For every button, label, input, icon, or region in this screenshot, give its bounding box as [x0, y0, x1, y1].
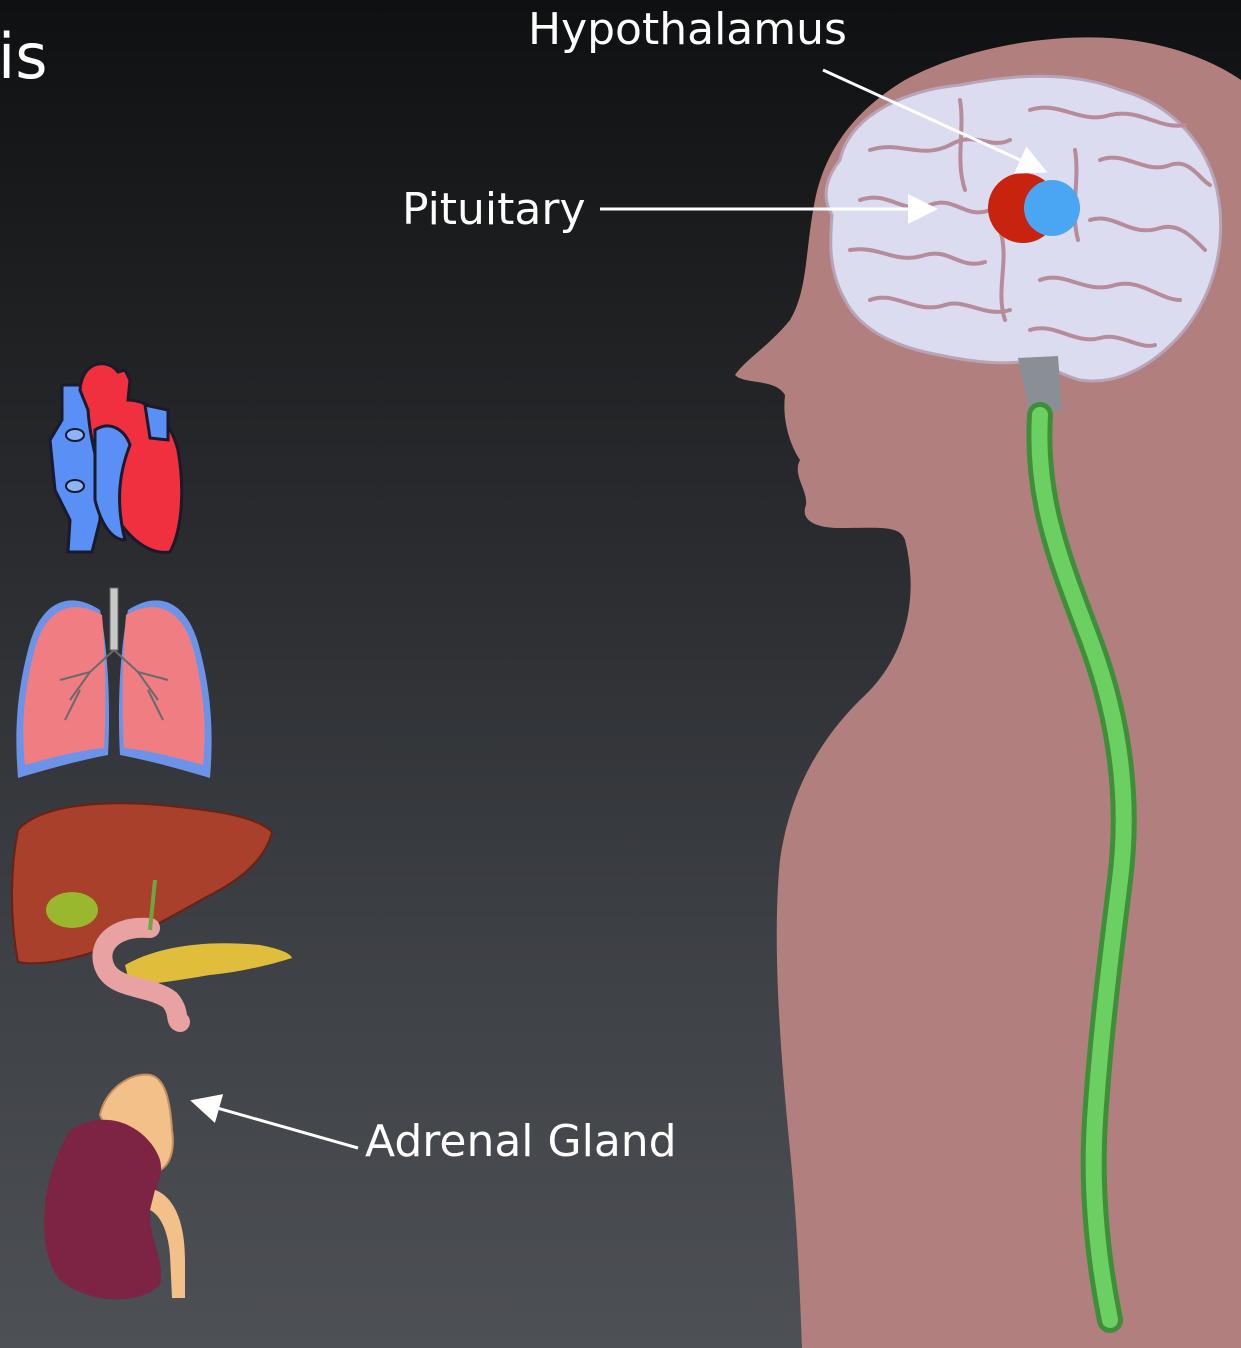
lungs-icon [16, 588, 211, 778]
hypothalamus-marker [1024, 180, 1080, 236]
heart-icon [50, 364, 182, 553]
kidney-adrenal-icon [44, 1075, 185, 1300]
adrenal-gland-label: Adrenal Gland [365, 1120, 677, 1164]
adrenal-arrow [196, 1102, 358, 1148]
pancreas [125, 943, 292, 985]
gallbladder [46, 892, 98, 928]
hypothalamus-label: Hypothalamus [528, 8, 847, 52]
liver-icon [12, 803, 292, 1022]
pituitary-label: Pituitary [402, 188, 586, 232]
